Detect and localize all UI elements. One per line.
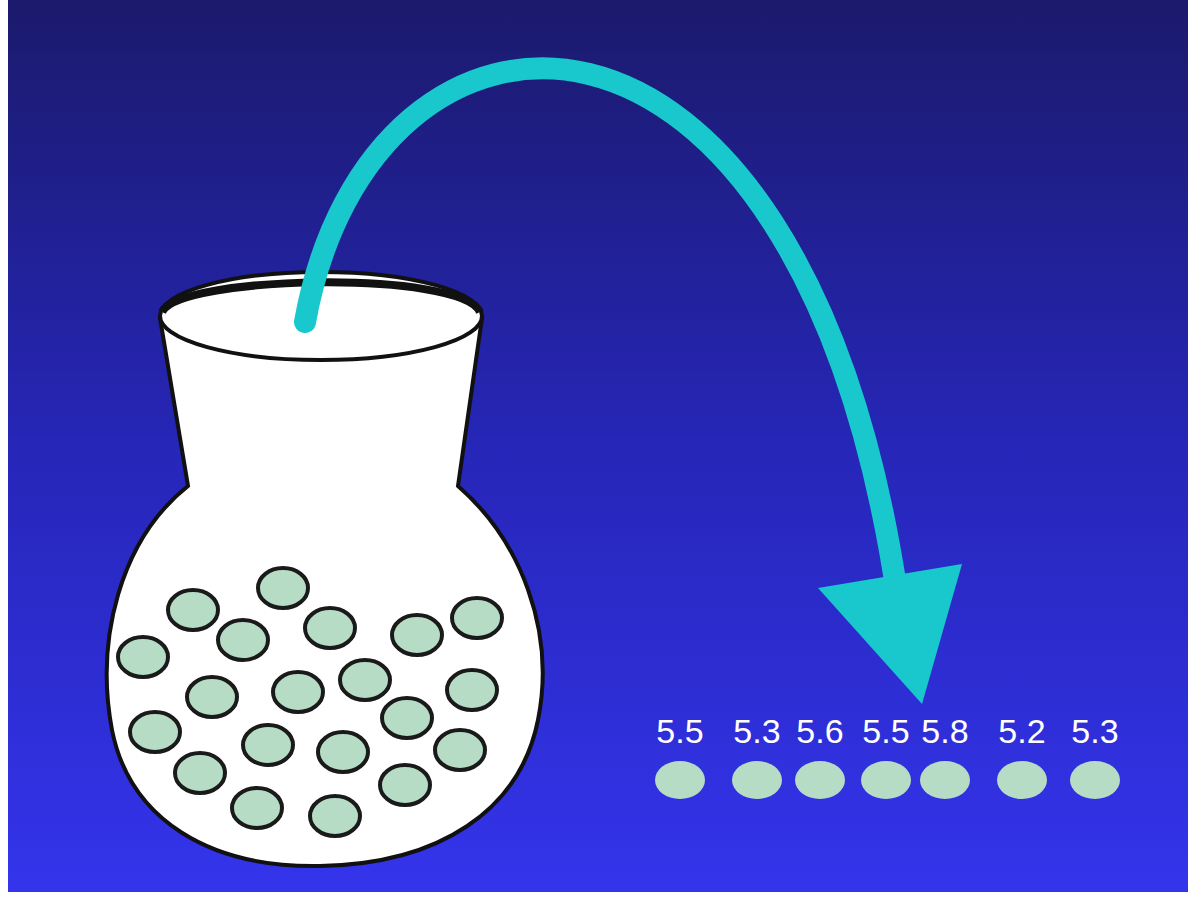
sample-value: 5.2: [998, 714, 1045, 748]
sample-marbles: [655, 761, 1120, 799]
sample-value: 5.5: [656, 714, 703, 748]
sample-value: 5.8: [921, 714, 968, 748]
sample-value: 5.5: [862, 714, 909, 748]
marbles: [118, 568, 502, 836]
sample-value: 5.3: [733, 714, 780, 748]
background: [8, 0, 1188, 892]
vase: [107, 272, 543, 866]
sampling-arrow: [305, 68, 962, 704]
sample-value: 5.3: [1071, 714, 1118, 748]
sample-value: 5.6: [796, 714, 843, 748]
